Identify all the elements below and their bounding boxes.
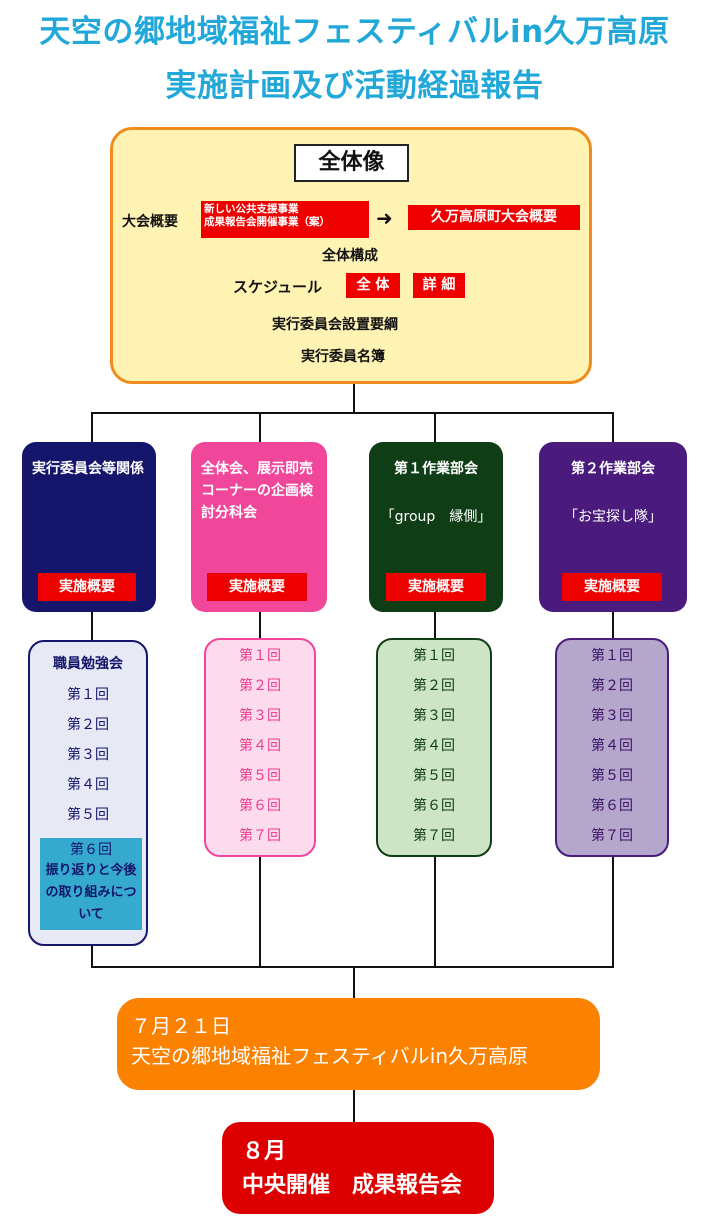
wg1-session-list: 第１回 第２回 第３回 第４回 第５回 第６回 第７回 [376, 638, 492, 857]
column-planning-heading: 全体会、展示即売コーナーの企画検討分科会 [201, 461, 313, 521]
wg1-summary-button[interactable]: 実施概要 [386, 573, 486, 601]
list-item[interactable]: 第３回 [67, 747, 109, 763]
planning-session-list: 第１回 第２回 第３回 第４回 第５回 第６回 第７回 [204, 638, 316, 857]
report-month: ８月 [242, 1139, 287, 1164]
gaiyou-label: 大会概要 [122, 214, 178, 230]
town-overview-link[interactable]: 久万高原町大会概要 [408, 205, 580, 230]
committee-summary-button[interactable]: 実施概要 [38, 573, 136, 601]
list-item[interactable]: 第１回 [413, 648, 455, 664]
list-title: 職員勉強会 [53, 656, 123, 672]
wg2-session-list: 第１回 第２回 第３回 第４回 第５回 第６回 第７回 [555, 638, 669, 857]
list-item[interactable]: 第６回 [413, 798, 455, 814]
list-item[interactable]: 第７回 [591, 828, 633, 844]
page-title-line2: 実施計画及び活動経過報告 [165, 68, 544, 104]
column-wg1-subheading: 「group 縁側」 [380, 509, 492, 525]
guidelines-link[interactable]: 実行委員会設置要綱 [272, 317, 398, 333]
list-item[interactable]: 第２回 [239, 678, 281, 694]
planning-summary-button[interactable]: 実施概要 [207, 573, 307, 601]
list-item[interactable]: 第６回 [591, 798, 633, 814]
column-committee-heading: 実行委員会等関係 [32, 461, 144, 477]
report-event: 中央開催 成果報告会 [242, 1173, 463, 1198]
list-item[interactable]: 第４回 [239, 738, 281, 754]
list-item[interactable]: 第１回 [591, 648, 633, 664]
session-6-description: 振り返りと今後の取り組みについて [45, 863, 137, 922]
session-6-label: 第６回 [70, 842, 112, 858]
wg2-summary-button[interactable]: 実施概要 [562, 573, 662, 601]
list-item[interactable]: 第５回 [67, 807, 109, 823]
column-wg2-heading: 第２作業部会 [571, 461, 655, 477]
overview-heading: 全体像 [294, 144, 409, 182]
schedule-label: スケジュール [233, 278, 322, 296]
proposal-line2: 成果報告会開催事業（案） [204, 216, 330, 228]
list-item[interactable]: 第２回 [591, 678, 633, 694]
festival-box: ７月２１日 天空の郷地域福祉フェスティバルin久万高原 [117, 998, 600, 1090]
festival-name: 天空の郷地域福祉フェスティバルin久万高原 [131, 1044, 529, 1068]
structure-link[interactable]: 全体構成 [322, 248, 378, 264]
list-item[interactable]: 第３回 [591, 708, 633, 724]
session-6-highlight[interactable]: 第６回 振り返りと今後の取り組みについて [40, 838, 142, 930]
roster-link[interactable]: 実行委員名簿 [301, 349, 385, 365]
list-item[interactable]: 第２回 [67, 717, 109, 733]
list-item[interactable]: 第４回 [591, 738, 633, 754]
list-item[interactable]: 第４回 [413, 738, 455, 754]
festival-date: ７月２１日 [131, 1014, 231, 1038]
list-item[interactable]: 第６回 [239, 798, 281, 814]
schedule-all-link[interactable]: 全 体 [346, 273, 400, 298]
schedule-detail-link[interactable]: 詳 細 [413, 273, 465, 298]
list-item[interactable]: 第５回 [239, 768, 281, 784]
list-item[interactable]: 第４回 [67, 777, 109, 793]
list-item[interactable]: 第３回 [239, 708, 281, 724]
list-item[interactable]: 第７回 [413, 828, 455, 844]
list-item[interactable]: 第３回 [413, 708, 455, 724]
report-box: ８月 中央開催 成果報告会 [222, 1122, 494, 1214]
proposal-link[interactable]: 新しい公共支援事業 成果報告会開催事業（案） [201, 201, 369, 238]
page-title-line1: 天空の郷地域福祉フェスティバルin久万高原 [39, 14, 670, 50]
committee-session-list: 職員勉強会 第１回 第２回 第３回 第４回 第５回 第６回 振り返りと今後の取り… [28, 640, 148, 946]
list-item[interactable]: 第１回 [239, 648, 281, 664]
list-item[interactable]: 第５回 [591, 768, 633, 784]
column-wg1-heading: 第１作業部会 [394, 461, 478, 477]
list-item[interactable]: 第５回 [413, 768, 455, 784]
list-item[interactable]: 第１回 [67, 687, 109, 703]
list-item[interactable]: 第７回 [239, 828, 281, 844]
proposal-line1: 新しい公共支援事業 [204, 203, 299, 215]
column-wg2-subheading: 「お宝探し隊」 [564, 509, 662, 525]
arrow-right-icon: ➜ [376, 206, 393, 230]
list-item[interactable]: 第２回 [413, 678, 455, 694]
